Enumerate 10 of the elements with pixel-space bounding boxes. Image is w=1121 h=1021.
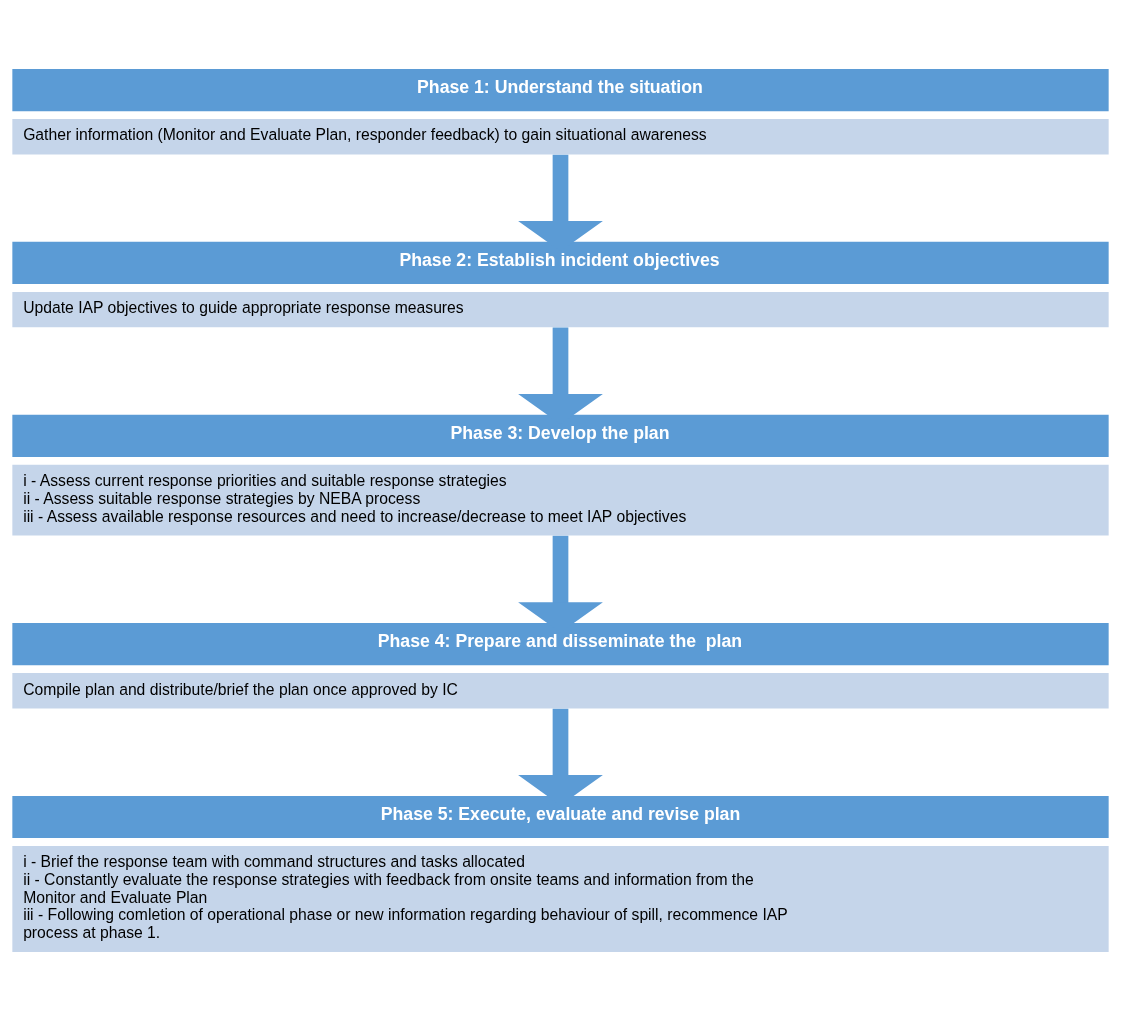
node-box: Phase 1: Understand the situation <box>12 68 1109 112</box>
node-box: Phase 3: Develop the plan <box>12 414 1109 457</box>
node-box: i - Assess current response priorities and suitable response strategies ii - Assess suitable response strategies by NEBA process iii - Assess available response resources and need to increase/decrease to meet IAP objectives <box>12 464 1109 536</box>
node-box: Phase 4: Prepare and disseminate the plan <box>12 623 1109 666</box>
node-box: i - Brief the response team with command structures and tasks allocated ii - Constantly evaluate the response strategies with feedback from onsite teams and information from the Monitor and Evaluate Plan iii - Following comletion of operational phase or new information regarding behaviour of spill, recommence IAP process at phase 1. <box>12 846 1109 953</box>
node-box: Phase 5: Execute, evaluate and revise plan <box>12 795 1109 839</box>
node-box: Phase 2: Establish incident objectives <box>12 241 1109 285</box>
node-box: Gather information (Monitor and Evaluate Plan, responder feedback) to gain situational awareness <box>12 119 1109 155</box>
node-box: Update IAP objectives to guide appropriate response measures <box>12 291 1109 328</box>
node-box: Compile plan and distribute/brief the plan once approved by IC <box>12 673 1109 709</box>
